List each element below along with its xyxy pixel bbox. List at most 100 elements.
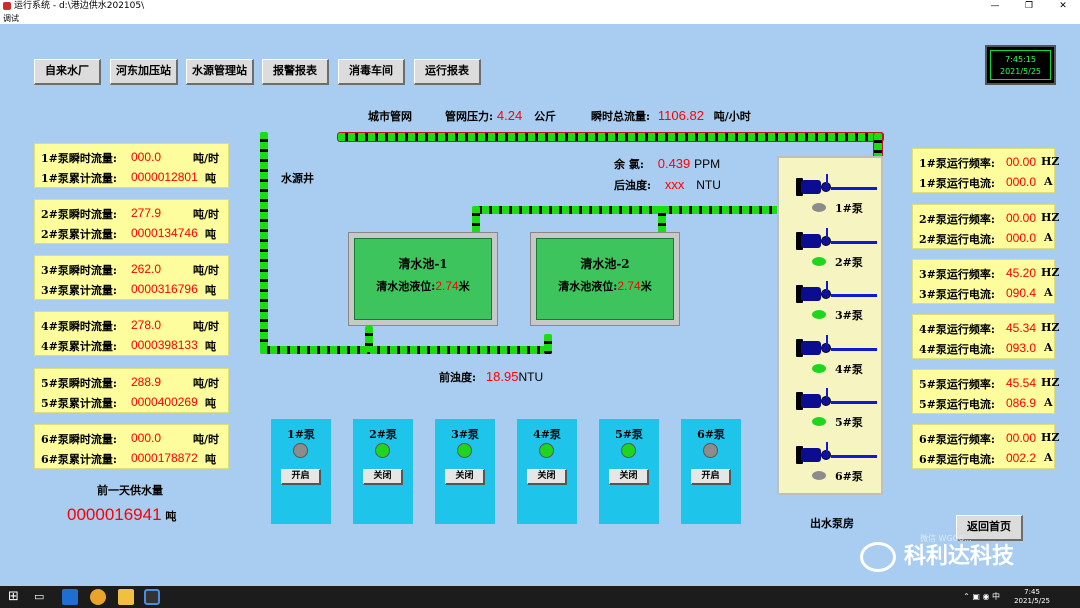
current-value: 000.0 xyxy=(1006,175,1037,189)
taskbar: ⊞ ▭ ⌃ ▣ ◉ 中 7:45 2021/5/25 xyxy=(0,586,1080,608)
flow-value: 288.9 xyxy=(131,375,162,389)
current-label: 4#泵运行电流: xyxy=(919,343,995,356)
flow-value: 262.0 xyxy=(131,262,162,276)
pipe-tank1-outlet xyxy=(365,326,373,352)
pump-inlet-pipe xyxy=(826,388,828,398)
nav-water-source-button[interactable]: 水源管理站 xyxy=(186,59,254,85)
total-value: 0000398133 xyxy=(131,338,198,352)
current-value: 093.0 xyxy=(1006,341,1037,355)
total-unit: 吨 xyxy=(205,340,216,353)
pump-outlet-pipe xyxy=(831,240,877,244)
turbidity-before-readout: 前浊度: 18.95NTU xyxy=(439,369,543,385)
title-bar: 运行系统 - d:\港边供水202105\ — ❐ ✕ xyxy=(0,0,1080,13)
pump-toggle-button[interactable]: 关闭 xyxy=(609,469,649,485)
freq-unit: HZ xyxy=(1041,155,1060,168)
turbidity-before-unit: NTU xyxy=(518,370,544,384)
pump-inlet-pipe xyxy=(826,174,828,184)
freq-value: 00.00 xyxy=(1006,431,1037,445)
pump-status-indicator xyxy=(375,443,390,458)
current-value: 090.4 xyxy=(1006,286,1037,300)
pump-status-indicator xyxy=(621,443,636,458)
app2-icon[interactable] xyxy=(90,589,106,605)
pump-toggle-button[interactable]: 关闭 xyxy=(527,469,567,485)
tank-1-name: 清水池-1 xyxy=(398,257,448,271)
total-value: 0000316796 xyxy=(131,282,198,296)
nav-water-plant-button[interactable]: 自来水厂 xyxy=(34,59,101,85)
pump-outlet-pipe xyxy=(831,187,877,190)
return-home-button[interactable]: 返回首页 xyxy=(956,515,1023,541)
pipe-tank1-inlet xyxy=(472,206,480,234)
close-button[interactable]: ✕ xyxy=(1059,1,1067,11)
nav-hedong-station-button[interactable]: 河东加压站 xyxy=(110,59,178,85)
turbidity-after-readout: 后浊度: xxx NTU xyxy=(614,177,721,193)
ime-indicator[interactable]: 中 xyxy=(992,592,1000,601)
pump-toggle-button[interactable]: 开启 xyxy=(281,469,321,485)
chlorine-value: 0.439 xyxy=(657,156,691,171)
pump-control-box: 2#泵关闭 xyxy=(353,419,413,524)
flow-unit: 吨/时 xyxy=(193,152,220,165)
task-view-icon[interactable]: ▭ xyxy=(34,590,45,603)
runtime-app-icon[interactable] xyxy=(144,589,160,605)
current-unit: A xyxy=(1044,451,1053,464)
windows-start-icon[interactable]: ⊞ xyxy=(8,589,19,604)
pressure-value: 4.24 xyxy=(496,108,523,123)
maximize-button[interactable]: ❐ xyxy=(1024,1,1034,11)
pump-status-indicator xyxy=(457,443,472,458)
total-label: 1#泵累计流量: xyxy=(41,172,117,185)
pump-outlet-pipe xyxy=(831,454,877,458)
pump-control-box: 6#泵开启 xyxy=(681,419,741,524)
pump-unit-label: 1#泵 xyxy=(835,202,863,215)
pump-motor-icon xyxy=(801,180,821,194)
app1-icon[interactable] xyxy=(62,589,78,605)
minimize-button[interactable]: — xyxy=(990,1,1000,11)
nav-operation-report-button[interactable]: 运行报表 xyxy=(414,59,481,85)
pump-toggle-button[interactable]: 开启 xyxy=(691,469,731,485)
flow-label: 3#泵瞬时流量: xyxy=(41,264,117,277)
pump-toggle-button[interactable]: 关闭 xyxy=(363,469,403,485)
file-explorer-icon[interactable] xyxy=(118,589,134,605)
watermark-brand: 科利达科技 xyxy=(904,544,1015,569)
pump-fan-icon xyxy=(796,178,803,196)
flow-unit: 吨/时 xyxy=(193,377,220,390)
freq-label: 2#泵运行频率: xyxy=(919,213,995,226)
freq-label: 4#泵运行频率: xyxy=(919,323,995,336)
tray-icons: ⌃ ▣ ◉ 中 xyxy=(963,592,1000,601)
freq-label: 5#泵运行频率: xyxy=(919,378,995,391)
flow-label: 4#泵瞬时流量: xyxy=(41,320,117,333)
menu-debug[interactable]: 调试 xyxy=(3,14,19,23)
freq-value: 45.34 xyxy=(1006,321,1037,335)
tray-clock[interactable]: 7:45 2021/5/25 xyxy=(1014,588,1050,606)
pump-motor-icon xyxy=(801,394,821,408)
pump-status-lamp xyxy=(812,363,826,373)
nav-disinfection-button[interactable]: 消毒车间 xyxy=(338,59,405,85)
pump-control-box: 1#泵开启 xyxy=(271,419,331,524)
pump-control-name: 3#泵 xyxy=(451,428,479,441)
clear-water-tank-2: 清水池-2 清水池液位:2.74米 xyxy=(530,232,680,326)
pump-inlet-pipe xyxy=(826,334,828,345)
pump-control-name: 6#泵 xyxy=(697,428,725,441)
prev-day-supply-readout: 0000016941 吨 xyxy=(67,505,176,525)
freq-unit: HZ xyxy=(1041,321,1060,334)
nav-alarm-report-button[interactable]: 报警报表 xyxy=(262,59,329,85)
app-icon xyxy=(3,2,11,10)
current-label: 6#泵运行电流: xyxy=(919,453,995,466)
total-unit: 吨 xyxy=(205,228,216,241)
flow-value: 277.9 xyxy=(131,206,162,220)
tank-1-water xyxy=(354,238,492,320)
pump-toggle-button[interactable]: 关闭 xyxy=(445,469,485,485)
pump-outlet-pipe xyxy=(831,294,877,297)
flow-unit: 吨/小时 xyxy=(713,110,751,123)
pump-status-indicator xyxy=(293,443,308,458)
tank-2-level-label: 清水池液位: xyxy=(558,280,618,293)
freq-label: 3#泵运行频率: xyxy=(919,268,995,281)
prev-day-supply-value: 0000016941 xyxy=(67,505,162,524)
pump-control-name: 4#泵 xyxy=(533,428,561,441)
total-label: 6#泵累计流量: xyxy=(41,453,117,466)
tank-2-name: 清水池-2 xyxy=(580,257,630,271)
pipe-source-vertical xyxy=(260,132,268,354)
pump-status-lamp xyxy=(812,310,826,319)
prev-day-supply-label: 前一天供水量 xyxy=(97,484,163,497)
